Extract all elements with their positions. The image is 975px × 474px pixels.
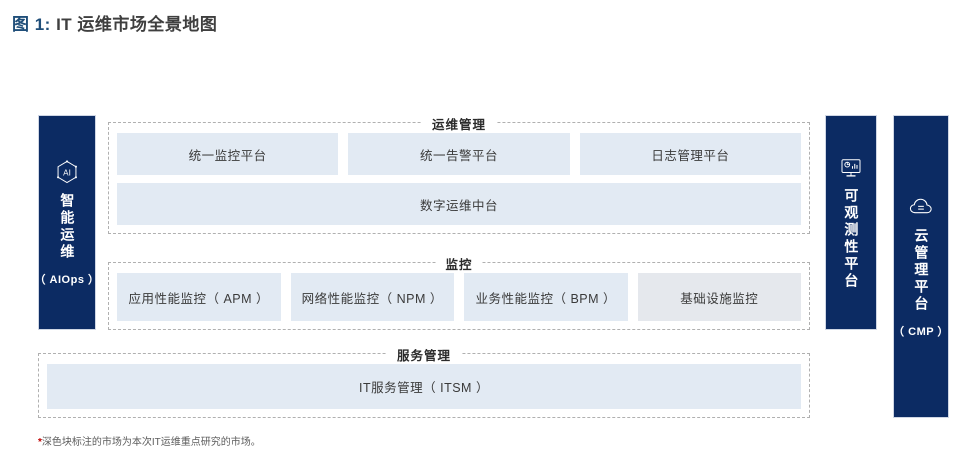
panel-aiops-sub: （ AIOps ） [34, 273, 100, 286]
footnote: *深色块标注的市场为本次IT运维重点研究的市场。 [38, 433, 261, 448]
ai-hexagon-icon: AI [54, 159, 80, 185]
group-service-management: 服务管理 IT服务管理（ ITSM ） [38, 345, 810, 418]
panel-observability[interactable]: 可观测性平台 [825, 115, 877, 330]
market-box-npm[interactable]: 网络性能监控（ NPM ） [290, 273, 454, 321]
footnote-text: 深色块标注的市场为本次IT运维重点研究的市场。 [41, 437, 261, 448]
market-box-itsm[interactable]: IT服务管理（ ITSM ） [47, 364, 801, 409]
market-box-log-management[interactable]: 日志管理平台 [579, 133, 801, 175]
market-box-digital-ops-platform[interactable]: 数字运维中台 [117, 183, 801, 225]
market-box-unified-monitoring[interactable]: 统一监控平台 [117, 133, 339, 175]
footnote-asterisk: * [38, 437, 42, 448]
group-service-management-body: IT服务管理（ ITSM ） [47, 364, 801, 409]
panel-cloud-management-label: 云管理平台 [913, 228, 930, 313]
monitor-chart-icon [839, 156, 863, 180]
cloud-icon [908, 194, 934, 220]
market-box-unified-alerting[interactable]: 统一告警平台 [348, 133, 570, 175]
figure-number: 图 1: [12, 15, 51, 34]
group-row: IT服务管理（ ITSM ） [47, 364, 801, 409]
group-row: 统一监控平台 统一告警平台 日志管理平台 [117, 133, 801, 175]
panel-observability-label: 可观测性平台 [843, 187, 860, 290]
panel-aiops-label: 智能运维 [59, 192, 76, 261]
svg-text:AI: AI [63, 168, 71, 177]
market-box-infrastructure-monitoring[interactable]: 基础设施监控 [637, 273, 801, 321]
group-ops-management: 运维管理 统一监控平台 统一告警平台 日志管理平台 数字运维中台 [108, 114, 810, 234]
panel-cloud-management-sub: （ CMP ） [893, 326, 949, 338]
figure-title-text: IT 运维市场全景地图 [56, 15, 218, 34]
page-title: 图 1: IT 运维市场全景地图 [12, 10, 217, 35]
group-ops-management-title: 运维管理 [421, 114, 497, 133]
group-service-management-title: 服务管理 [386, 345, 462, 364]
group-monitoring-body: 应用性能监控（ APM ） 网络性能监控（ NPM ） 业务性能监控（ BPM … [117, 273, 801, 321]
group-row: 数字运维中台 [117, 183, 801, 225]
market-box-apm[interactable]: 应用性能监控（ APM ） [117, 273, 281, 321]
group-row: 应用性能监控（ APM ） 网络性能监控（ NPM ） 业务性能监控（ BPM … [117, 273, 801, 321]
panel-aiops[interactable]: AI 智能运维 （ AIOps ） [35, 115, 99, 330]
panel-cloud-management[interactable]: 云管理平台 （ CMP ） [893, 115, 949, 418]
group-monitoring: 监控 应用性能监控（ APM ） 网络性能监控（ NPM ） 业务性能监控（ B… [108, 254, 810, 330]
market-box-bpm[interactable]: 业务性能监控（ BPM ） [464, 273, 628, 321]
group-ops-management-body: 统一监控平台 统一告警平台 日志管理平台 数字运维中台 [117, 133, 801, 225]
group-monitoring-title: 监控 [435, 254, 483, 273]
